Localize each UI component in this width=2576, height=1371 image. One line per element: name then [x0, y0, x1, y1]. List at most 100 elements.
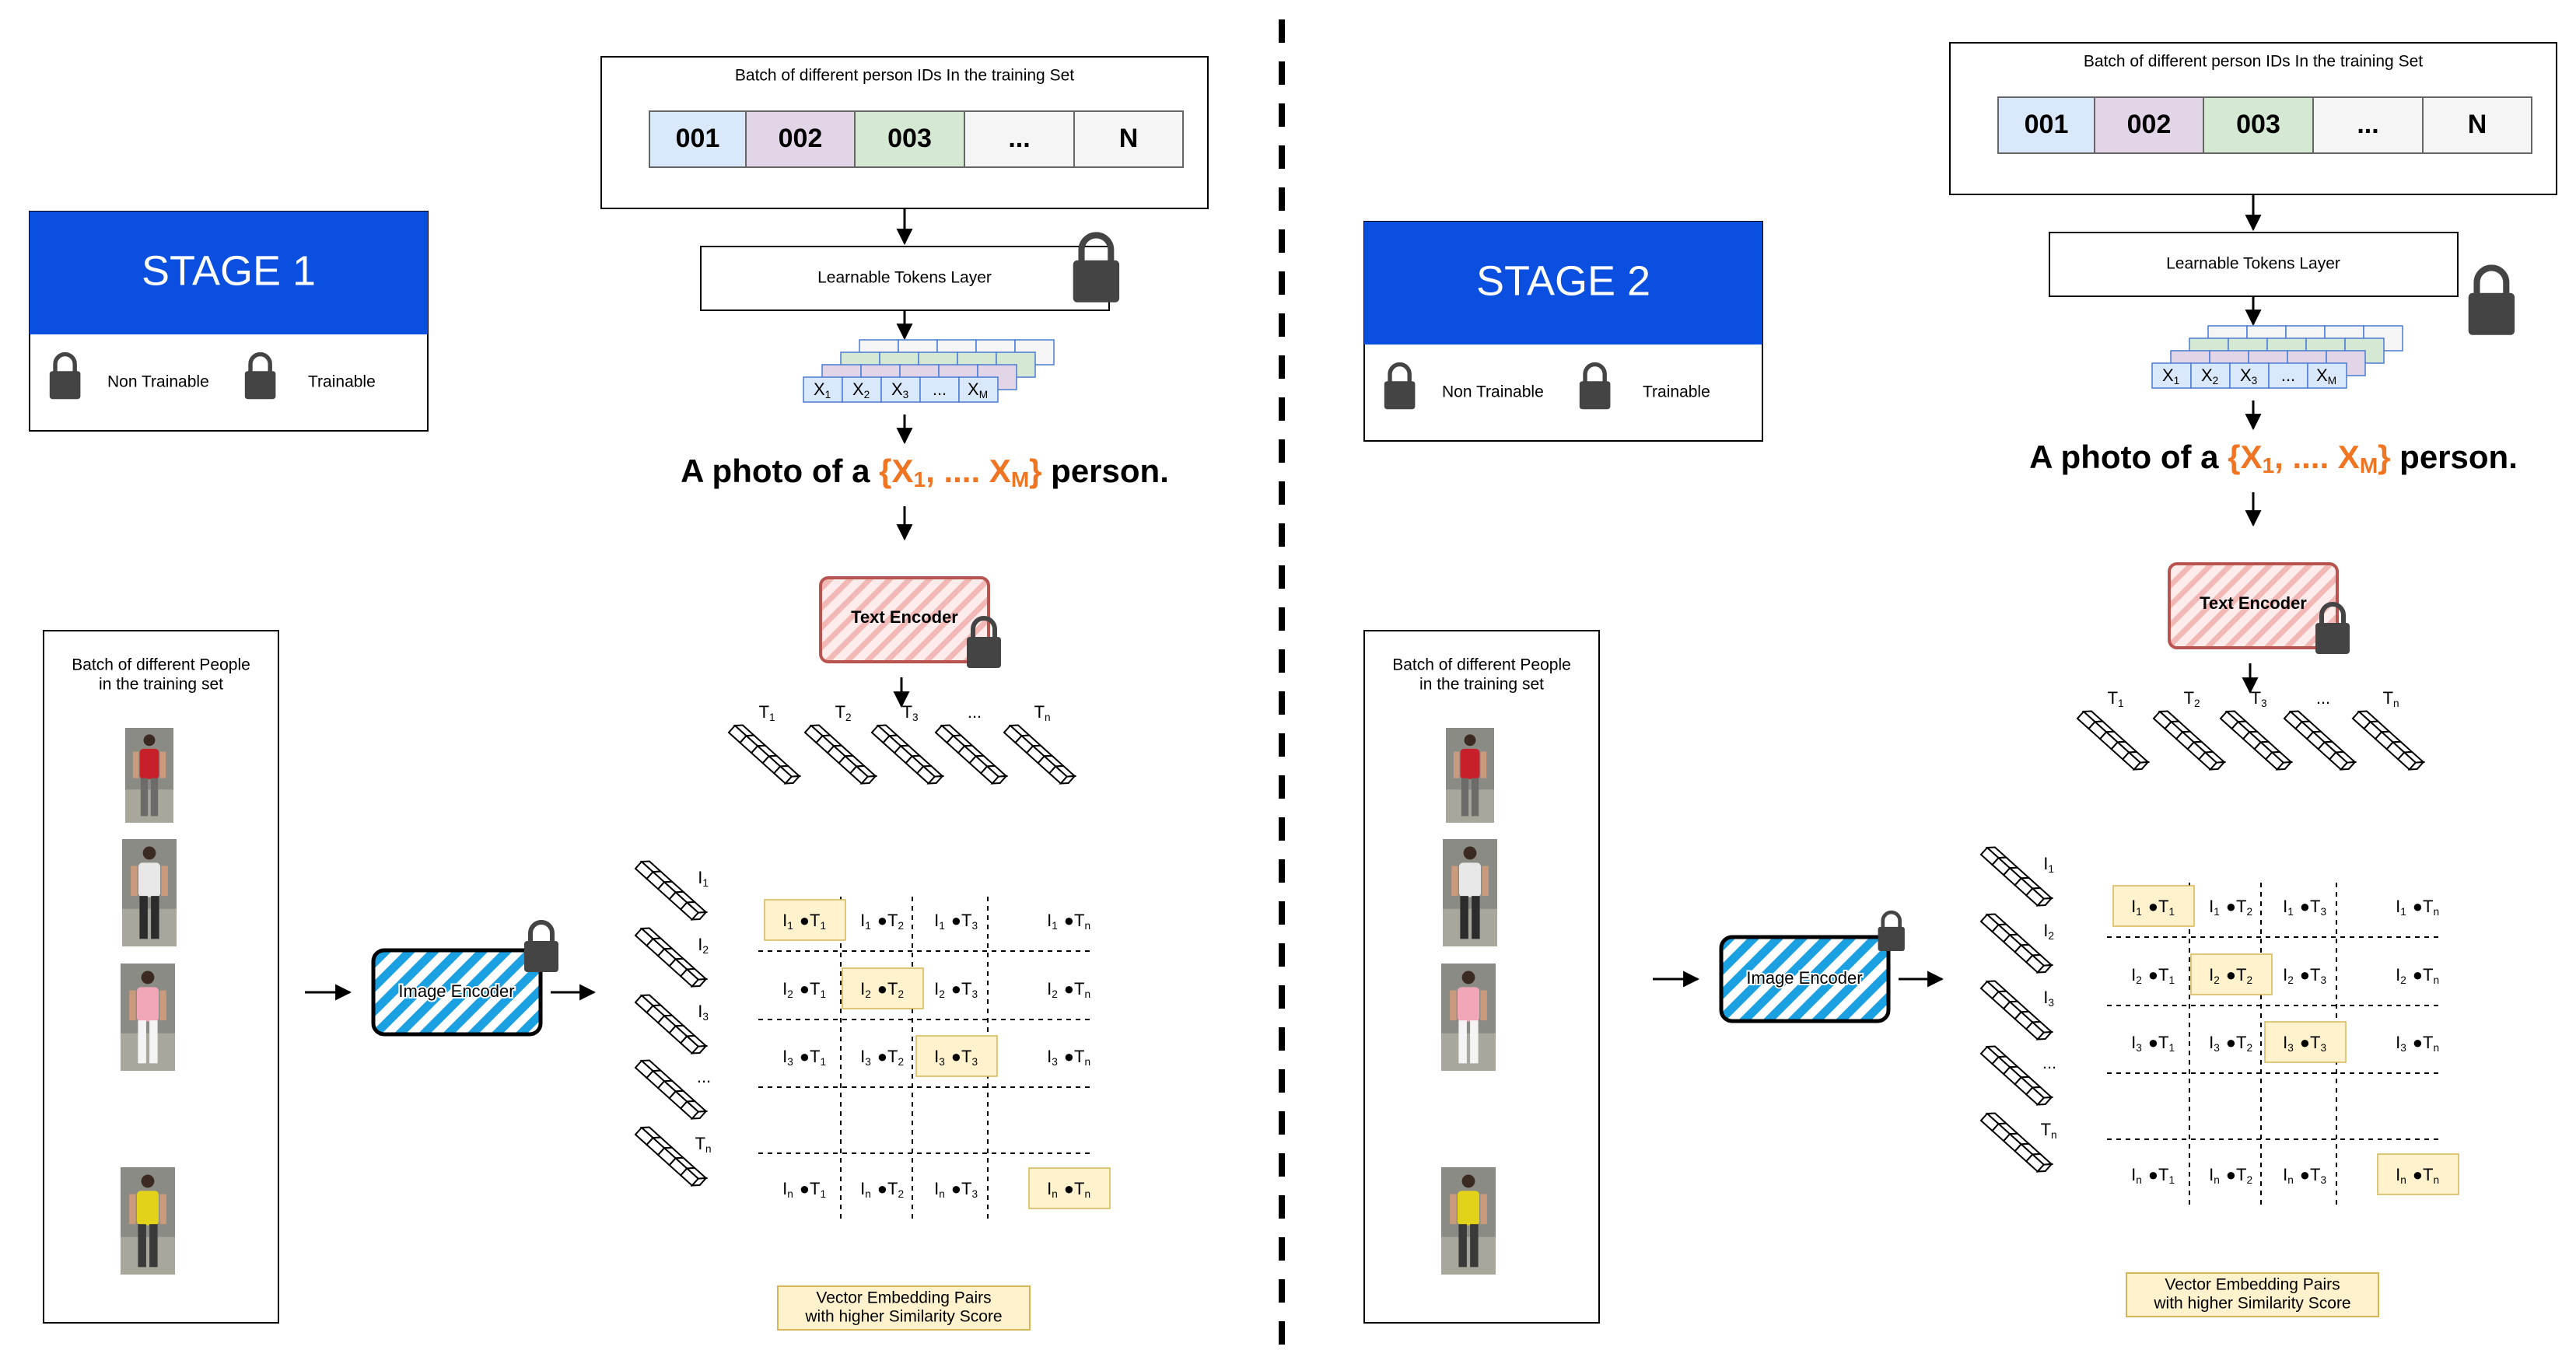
- person-leg: [139, 896, 148, 939]
- lock-shackle: [971, 616, 997, 638]
- i-vector-label: I3: [698, 1002, 710, 1023]
- person-arm: [159, 751, 166, 778]
- person-arm: [1480, 751, 1487, 778]
- person-arm: [129, 990, 136, 1021]
- people-batch-title-line-2: in the training set: [99, 676, 223, 694]
- image-encoder-box: [371, 948, 543, 1037]
- i-vector-label: I1: [2043, 854, 2056, 875]
- person-head: [1461, 971, 1475, 985]
- matrix-cell-label: I1 ●T2: [2209, 897, 2254, 918]
- photo-ground: [1443, 908, 1497, 946]
- i-vector-label: ...: [2042, 1053, 2056, 1072]
- photo-ground: [1441, 1033, 1496, 1071]
- lock-shackle: [1388, 362, 1412, 383]
- learnable-tokens-box: [2049, 232, 2459, 297]
- matrix-cell-label: I1 ●T3: [934, 911, 979, 932]
- person-shirt: [137, 1191, 159, 1226]
- token-cell-label: XM: [968, 379, 989, 400]
- matrix-cell-label: I2 ●T3: [2283, 965, 2328, 986]
- person-arm: [159, 1194, 166, 1225]
- person-photo-3: [121, 964, 175, 1071]
- t-vector-label: ...: [968, 702, 982, 722]
- prompt-text: A photo of a {X1, .... XM} person.: [2029, 439, 2518, 477]
- token-cell-label: ...: [2281, 365, 2295, 385]
- stage-header: [1364, 222, 1762, 344]
- lock-icon-learnable-tokens: [1073, 232, 1120, 303]
- matrix-cell-label: In ●T3: [934, 1179, 979, 1200]
- person-leg: [149, 1020, 158, 1064]
- person-shirt: [1458, 987, 1479, 1022]
- vector-cell-end: [926, 775, 945, 785]
- token-cell: [958, 376, 999, 403]
- person-shirt: [139, 748, 159, 779]
- lock-shackle: [1078, 232, 1115, 263]
- id-cell-label: 003: [2236, 110, 2280, 139]
- vector-cell-end: [690, 1044, 709, 1054]
- i-vector: [634, 994, 709, 1054]
- id-cell: [1073, 110, 1184, 168]
- matrix-cell-label: I3 ●T3: [934, 1047, 979, 1068]
- i-vector-label: ...: [697, 1067, 711, 1086]
- i-vector: [634, 860, 709, 921]
- token-cell-label: X3: [2240, 365, 2259, 386]
- matrix-cell-label: I2 ●T1: [2131, 965, 2176, 986]
- person-arm: [159, 990, 166, 1021]
- photo-ground: [122, 908, 177, 946]
- vector-cell-end: [690, 978, 709, 988]
- person-arm: [132, 751, 139, 778]
- person-leg: [1461, 778, 1469, 817]
- matrix-cell-label: I3 ●Tn: [1047, 1047, 1092, 1068]
- person-arm: [1480, 1194, 1487, 1225]
- i-vector: [634, 1126, 709, 1187]
- token-cell: [2229, 362, 2270, 389]
- id-cell-label: 001: [2025, 110, 2069, 139]
- id-cell: [1997, 96, 2095, 154]
- id-cell-label: N: [1119, 124, 1139, 153]
- vector-cell-end: [859, 775, 878, 785]
- matrix-cell-label: I1 ●T3: [2283, 897, 2328, 918]
- lock-body: [244, 371, 276, 400]
- person-arm: [1453, 751, 1460, 778]
- t-vector: [2219, 710, 2294, 771]
- matrix-cell-label: I2 ●T2: [2209, 965, 2254, 986]
- vector-cell-end: [2132, 761, 2151, 771]
- matrix-highlight-cell: [915, 1035, 998, 1077]
- lock-shackle: [2319, 602, 2346, 624]
- similarity-note-line-2: with higher Similarity Score: [804, 1308, 1002, 1326]
- token-cell: [2307, 362, 2347, 389]
- lock-shackle: [53, 351, 77, 373]
- stage-title: STAGE 2: [1476, 257, 1650, 304]
- t-vector-label: T3: [902, 702, 920, 723]
- lock-icon-non-trainable: [49, 351, 81, 400]
- matrix-highlight-cell: [2264, 1021, 2347, 1063]
- lock-shackle: [248, 351, 272, 373]
- person-leg: [149, 1224, 158, 1268]
- matrix-cell-label: I1 ●T2: [860, 911, 905, 932]
- matrix-cell-label: I3 ●T2: [860, 1047, 905, 1068]
- lock-body: [524, 941, 558, 972]
- person-head: [142, 846, 156, 860]
- person-leg: [1472, 896, 1480, 939]
- t-vector: [2283, 710, 2357, 771]
- lock-body: [49, 371, 81, 400]
- t-vector: [803, 724, 878, 785]
- lock-icon-trainable: [244, 351, 276, 400]
- person-leg: [1470, 1224, 1479, 1268]
- learnable-tokens-label: Learnable Tokens Layer: [2166, 255, 2340, 273]
- matrix-cell-label: I1 ●Tn: [2396, 897, 2441, 918]
- legend-trainable-label: Trainable: [308, 373, 376, 391]
- t-vector: [934, 724, 1009, 785]
- person-shirt: [138, 862, 160, 897]
- person-leg: [150, 778, 159, 817]
- token-cell: [880, 376, 921, 403]
- person-photo-2: [122, 839, 177, 946]
- matrix-highlight-cell: [842, 967, 924, 1009]
- similarity-note-line-2: with higher Similarity Score: [2153, 1295, 2350, 1313]
- matrix-cell-label: I3 ●T1: [2131, 1033, 2176, 1054]
- lock-body: [2315, 623, 2350, 654]
- photo-ground: [125, 789, 173, 823]
- photo-ground: [1441, 1236, 1496, 1275]
- learnable-tokens-box: [700, 246, 1110, 311]
- person-arm: [161, 866, 168, 897]
- t-vector: [2152, 710, 2227, 771]
